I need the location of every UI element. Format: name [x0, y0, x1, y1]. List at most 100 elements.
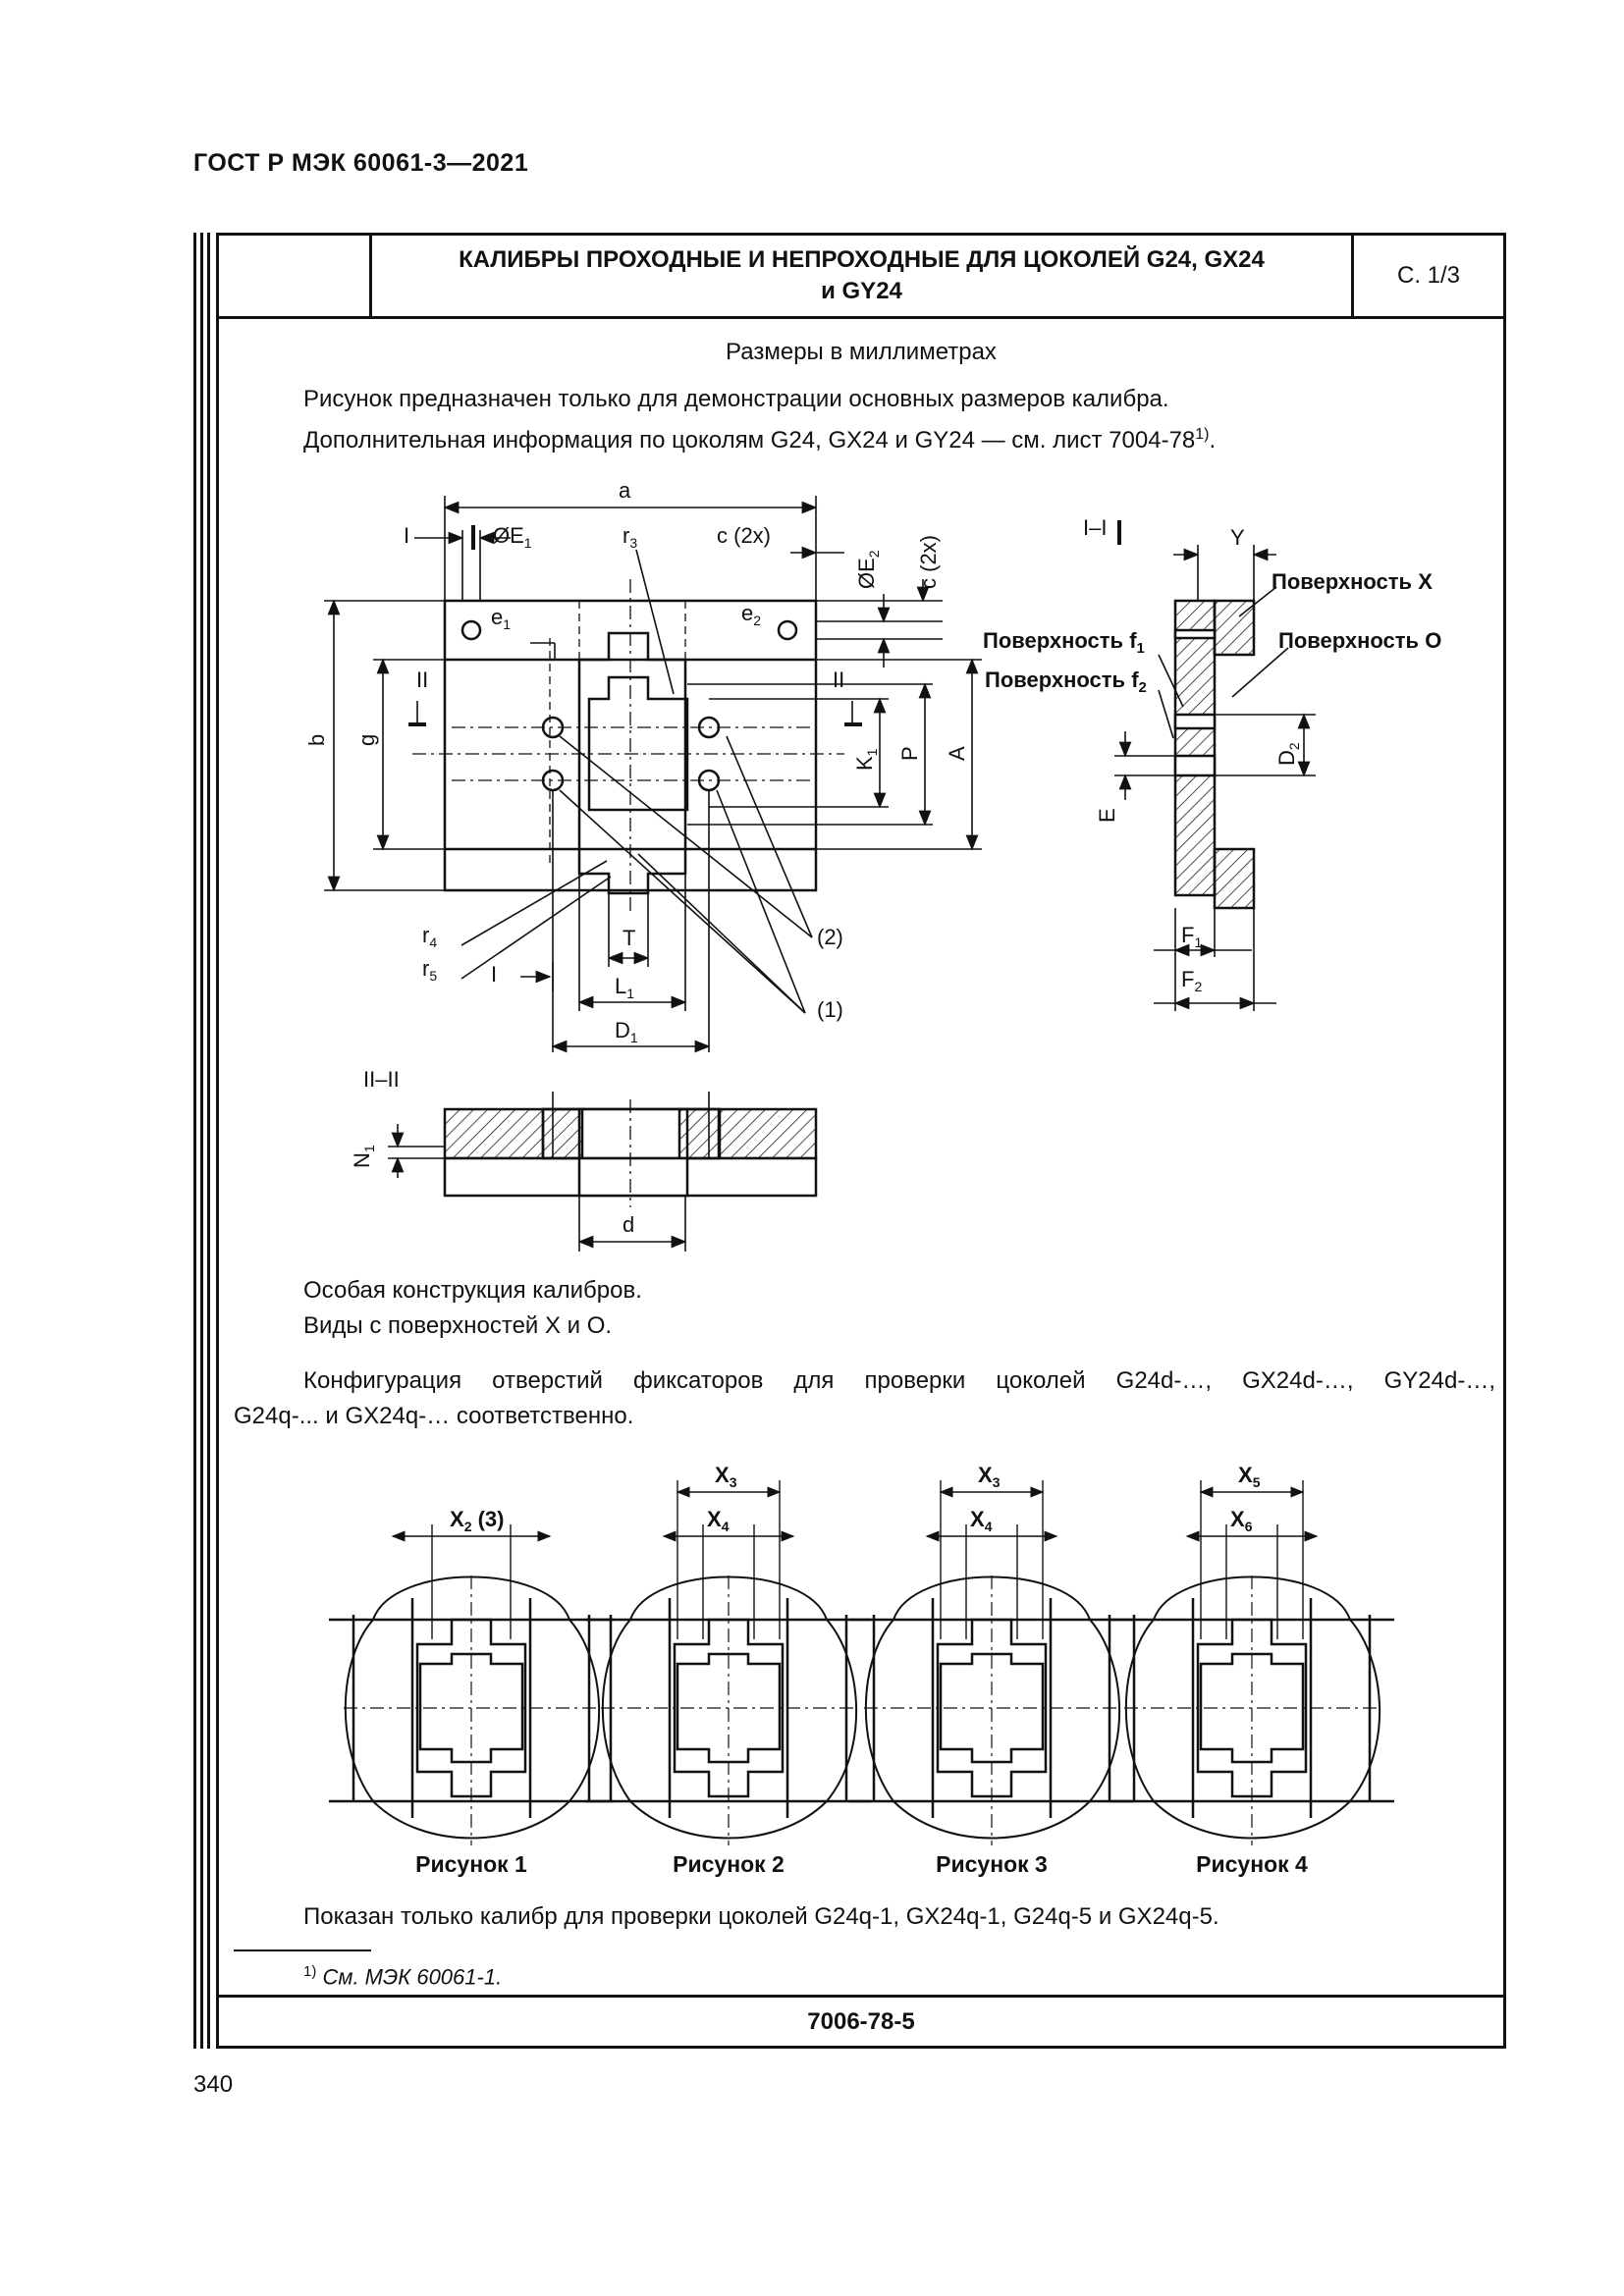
- dim-K1: K1: [852, 748, 880, 771]
- dim-e1: e1: [491, 605, 511, 632]
- dim-K1-main: K: [852, 756, 877, 771]
- dim-b: b: [304, 734, 329, 746]
- callout-2: (2): [817, 925, 843, 949]
- sheet-frame: КАЛИБРЫ ПРОХОДНЫЕ И НЕПРОХОДНЫЕ ДЛЯ ЦОКО…: [216, 233, 1506, 2049]
- intro-line-1: Рисунок предназначен только для демонстр…: [303, 386, 1169, 412]
- label-surface-f1-main: Поверхность f: [983, 628, 1137, 653]
- dim-e2-main: e: [741, 601, 753, 625]
- dim-F1-sub: 1: [1194, 934, 1202, 950]
- dim-L1-sub: 1: [626, 986, 634, 1001]
- dim-E2-sub: 2: [866, 550, 882, 558]
- figure-caption: Рисунок 2: [673, 1851, 785, 1877]
- intro-line-2: Дополнительная информация по цоколям G24…: [303, 418, 1216, 457]
- special-line-2: Виды с поверхностей Х и О.: [303, 1312, 613, 1339]
- dim-a: a: [619, 478, 631, 503]
- special-line-1: Особая конструкция калибров.: [303, 1277, 642, 1304]
- margin-rule: [200, 233, 203, 2049]
- dim-F2-main: F: [1181, 967, 1194, 991]
- dim-E1-sub: 1: [524, 535, 532, 551]
- config-figure-1: X2 (3)Рисунок 1: [329, 1507, 614, 1877]
- dim-r4: r4: [422, 923, 437, 950]
- margin-rule: [193, 233, 196, 2049]
- inner-cross: [676, 1652, 782, 1764]
- figure-caption: Рисунок 1: [415, 1851, 527, 1877]
- dim-r4-main: r: [422, 923, 429, 947]
- config-line-2: G24q-... и GX24q-… соответственно.: [234, 1403, 634, 1429]
- outer-cross: [1196, 1618, 1308, 1798]
- dim-bottom-label: X4: [707, 1507, 730, 1534]
- dim-r3-main: r: [623, 523, 629, 548]
- dim-F2-sub: 2: [1194, 979, 1202, 994]
- outer-cross: [673, 1618, 785, 1798]
- dim-E1-main: ØE: [493, 523, 524, 548]
- footnote-text: См. МЭК 60061-1.: [322, 1964, 503, 1990]
- label-surface-f1: Поверхность f1: [983, 628, 1145, 657]
- label-surface-f1-sub: 1: [1137, 640, 1145, 657]
- label-surface-f2-sub: 2: [1139, 679, 1147, 696]
- section-mark-I: I: [404, 523, 409, 548]
- dim-e1-sub: 1: [503, 616, 511, 632]
- dim-D2-main: D: [1274, 750, 1299, 766]
- dim-c2x-top: c (2x): [717, 523, 771, 548]
- section-mark-II-left: II: [416, 667, 428, 692]
- section-mark-II-right: II: [833, 667, 844, 692]
- sheet-title-line1: КАЛИБРЫ ПРОХОДНЫЕ И НЕПРОХОДНЫЕ ДЛЯ ЦОКО…: [459, 246, 1265, 273]
- dim-A: A: [945, 746, 969, 761]
- sheet-title-line2: и GY24: [821, 278, 902, 304]
- inner-cross: [939, 1652, 1045, 1764]
- document-header: ГОСТ Р МЭК 60061-3—2021: [193, 149, 529, 177]
- dim-top-label: X3: [978, 1463, 1001, 1490]
- section-II-title: II–II: [363, 1067, 400, 1092]
- dim-r5-main: r: [422, 956, 429, 981]
- callout-1: (1): [817, 997, 843, 1022]
- outer-cross: [415, 1618, 527, 1798]
- label-surface-f2: Поверхность f2: [985, 667, 1147, 696]
- dim-Y: Y: [1230, 525, 1245, 550]
- footnote-rule: [234, 1949, 371, 1951]
- label-surface-x: Поверхность X: [1272, 569, 1433, 594]
- dim-r3: r3: [623, 523, 637, 551]
- label-surface-f2-main: Поверхность f: [985, 667, 1139, 692]
- dim-D2-sub: 2: [1286, 742, 1302, 750]
- dim-e2-sub: 2: [753, 613, 761, 628]
- dim-L1-main: L: [615, 974, 626, 998]
- dim-P: P: [897, 746, 922, 761]
- dim-bottom-label: X4: [970, 1507, 993, 1534]
- dim-D1-main: D: [615, 1018, 630, 1042]
- page-number: 340: [193, 2071, 234, 2098]
- dim-D1-sub: 1: [630, 1030, 638, 1045]
- inner-cross: [418, 1652, 524, 1764]
- margin-rule: [207, 233, 210, 2049]
- dim-top-label: X3: [715, 1463, 737, 1490]
- shown-note: Показан только калибр для проверки цокол…: [303, 1903, 1219, 1930]
- dim-N1-sub: 1: [361, 1145, 377, 1152]
- dim-F1: F1: [1181, 923, 1202, 950]
- section-mark-I-bottom: I: [491, 962, 497, 987]
- label-surface-o: Поверхность O: [1278, 628, 1441, 653]
- dim-r5: r5: [422, 956, 437, 984]
- dim-top-label: X5: [1238, 1463, 1261, 1490]
- dim-N1-main: N: [350, 1152, 374, 1168]
- dim-E: E: [1095, 808, 1119, 823]
- footnote-number: 1): [303, 1963, 317, 1980]
- dim-e2: e2: [741, 601, 761, 628]
- units-note: Размеры в миллиметрах: [726, 339, 997, 365]
- dim-d: d: [623, 1212, 634, 1237]
- inner-cross: [1199, 1652, 1305, 1764]
- footer-code: 7006-78-5: [219, 1995, 1503, 2046]
- sheet-number: С. 1/3: [1396, 262, 1461, 289]
- dim-r4-sub: 4: [429, 934, 437, 950]
- figure-caption: Рисунок 3: [936, 1851, 1048, 1877]
- intro-line-2-text: Дополнительная информация по цоколям G24…: [303, 427, 1196, 454]
- dim-r5-sub: 5: [429, 968, 437, 984]
- intro-line-2-end: .: [1209, 427, 1217, 454]
- dim-c2x-vertical: c (2x): [916, 535, 941, 589]
- dim-T: T: [623, 926, 635, 950]
- footnote: 1) См. МЭК 60061-1.: [303, 1955, 502, 1994]
- dim-F1-main: F: [1181, 923, 1194, 947]
